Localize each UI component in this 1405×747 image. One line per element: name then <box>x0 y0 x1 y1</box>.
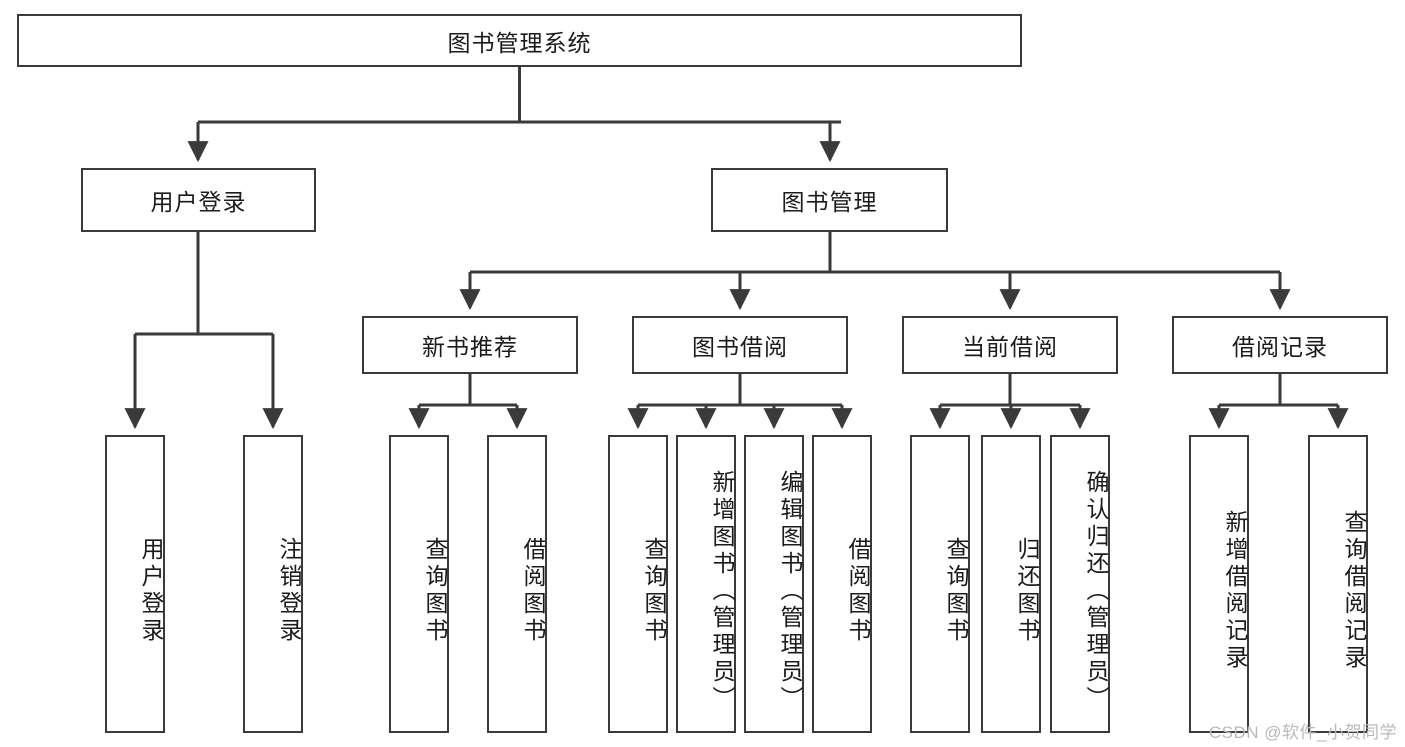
leaf-add-book-admin[interactable]: 新增图书（管理员） <box>676 435 736 733</box>
leaf-query-book-current-label: 查询图书 <box>943 537 969 645</box>
leaf-query-book[interactable]: 查询图书 <box>608 435 668 733</box>
leaf-user-login-label: 用户登录 <box>138 537 164 645</box>
leaf-add-borrow-record-label: 新增借阅记录 <box>1222 510 1248 672</box>
leaf-query-borrow-record-label: 查询借阅记录 <box>1341 510 1367 672</box>
node-root-label: 图书管理系统 <box>447 29 592 56</box>
node-book-borrow-label: 图书借阅 <box>692 334 788 360</box>
node-user-login[interactable]: 用户登录 <box>81 168 316 232</box>
node-borrow-record-label: 借阅记录 <box>1232 334 1328 360</box>
leaf-confirm-return-admin[interactable]: 确认归还（管理员） <box>1050 435 1110 733</box>
leaf-borrow-book-new[interactable]: 借阅图书 <box>487 435 547 733</box>
leaf-query-book-new[interactable]: 查询图书 <box>389 435 449 733</box>
leaf-confirm-return-admin-label: 确认归还（管理员） <box>1083 469 1109 713</box>
node-current-borrow[interactable]: 当前借阅 <box>902 316 1118 374</box>
leaf-user-login[interactable]: 用户登录 <box>105 435 165 733</box>
leaf-return-book-label: 归还图书 <box>1014 537 1040 645</box>
leaf-add-borrow-record[interactable]: 新增借阅记录 <box>1189 435 1249 733</box>
leaf-logout[interactable]: 注销登录 <box>243 435 303 733</box>
leaf-return-book[interactable]: 归还图书 <box>981 435 1041 733</box>
node-new-book-recommend-label: 新书推荐 <box>422 334 518 360</box>
node-root[interactable]: 图书管理系统 <box>17 14 1022 67</box>
leaf-borrow-book-new-label: 借阅图书 <box>520 537 546 645</box>
node-book-management[interactable]: 图书管理 <box>711 168 948 232</box>
node-current-borrow-label: 当前借阅 <box>962 334 1058 360</box>
leaf-query-book-new-label: 查询图书 <box>422 537 448 645</box>
leaf-add-book-admin-label: 新增图书（管理员） <box>709 469 735 713</box>
leaf-edit-book-admin-label: 编辑图书（管理员） <box>777 469 803 713</box>
leaf-logout-label: 注销登录 <box>276 537 302 645</box>
leaf-borrow-book[interactable]: 借阅图书 <box>812 435 872 733</box>
node-user-login-label: 用户登录 <box>150 189 247 215</box>
leaf-query-borrow-record[interactable]: 查询借阅记录 <box>1308 435 1368 733</box>
leaf-query-book-label: 查询图书 <box>641 537 667 645</box>
node-borrow-record[interactable]: 借阅记录 <box>1172 316 1388 374</box>
node-book-management-label: 图书管理 <box>781 189 878 215</box>
leaf-edit-book-admin[interactable]: 编辑图书（管理员） <box>744 435 804 733</box>
watermark: CSDN @软件_小贺同学 <box>1208 723 1397 742</box>
leaf-borrow-book-label: 借阅图书 <box>845 537 871 645</box>
node-new-book-recommend[interactable]: 新书推荐 <box>362 316 578 374</box>
node-book-borrow[interactable]: 图书借阅 <box>632 316 848 374</box>
leaf-query-book-current[interactable]: 查询图书 <box>910 435 970 733</box>
